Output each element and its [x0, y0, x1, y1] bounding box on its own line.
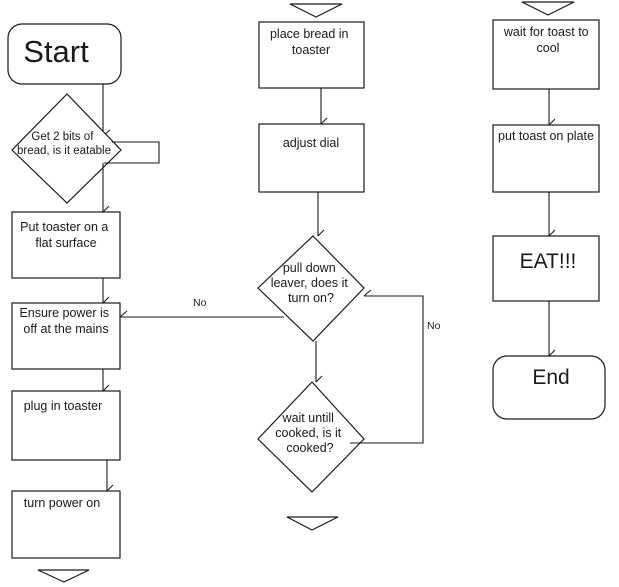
- ensure-power-box: [11, 302, 121, 370]
- put-plate-box: [492, 124, 600, 193]
- arrowhead: [548, 118, 556, 126]
- arrowhead: [106, 484, 114, 492]
- arrowhead: [102, 384, 110, 392]
- arrowhead: [317, 229, 325, 237]
- arrowhead: [548, 229, 556, 237]
- continue-arrow-col3-top: [521, 1, 575, 16]
- eat-box: [492, 235, 600, 302]
- end-terminal: [492, 355, 606, 420]
- place-bread-box: [258, 21, 365, 89]
- put-toaster-label: Put toaster on a flat surface: [20, 220, 112, 250]
- arrowhead: [102, 205, 110, 213]
- wait-cooked-decision: [257, 381, 365, 493]
- continue-arrow-col1: [37, 569, 90, 583]
- get-bread-label: Get 2 bits of bread, is it eatable: [17, 131, 111, 157]
- continue-arrow-col2-top: [289, 3, 343, 18]
- adjust-dial-box: [258, 123, 365, 193]
- adjust-dial-label: adjust dial: [283, 136, 339, 150]
- plug-in-label: plug in toaster: [24, 399, 103, 413]
- turn-power-label: turn power on: [24, 496, 100, 510]
- arrowhead: [315, 375, 323, 383]
- turn-power-box: [11, 490, 121, 559]
- place-bread-label: place bread in toaster: [270, 27, 352, 57]
- arrowhead: [320, 117, 328, 125]
- plug-in-box: [11, 390, 121, 461]
- get-bread-decision: [11, 93, 122, 204]
- start-terminal: [7, 23, 122, 85]
- pull-down-decision: [257, 235, 365, 342]
- no-loop-connector: [350, 295, 424, 444]
- eat-label: EAT!!!: [520, 250, 577, 273]
- arrowhead: [548, 349, 556, 357]
- put-toaster-box: [11, 211, 121, 279]
- wait-cooked-label: wait untill cooked, is it cooked?: [275, 411, 345, 455]
- loop-connector-bread: [104, 141, 160, 164]
- wait-cool-box: [492, 19, 600, 90]
- start-label: Start: [23, 34, 89, 69]
- pull-down-label: pull down leaver, does it turn on?: [271, 261, 352, 305]
- arrowhead: [102, 296, 110, 304]
- continue-arrow-col2-bottom: [286, 516, 339, 531]
- wait-cool-label: wait for toast to cool: [503, 25, 592, 55]
- put-plate-label: put toast on plate: [498, 129, 594, 143]
- arrowhead: [363, 289, 372, 297]
- end-label: End: [532, 366, 569, 389]
- arrowhead: [119, 310, 128, 318]
- no-label-right: No: [427, 320, 441, 332]
- ensure-power-label: Ensure power is off at the mains: [19, 306, 112, 336]
- no-label-left: No: [193, 297, 207, 309]
